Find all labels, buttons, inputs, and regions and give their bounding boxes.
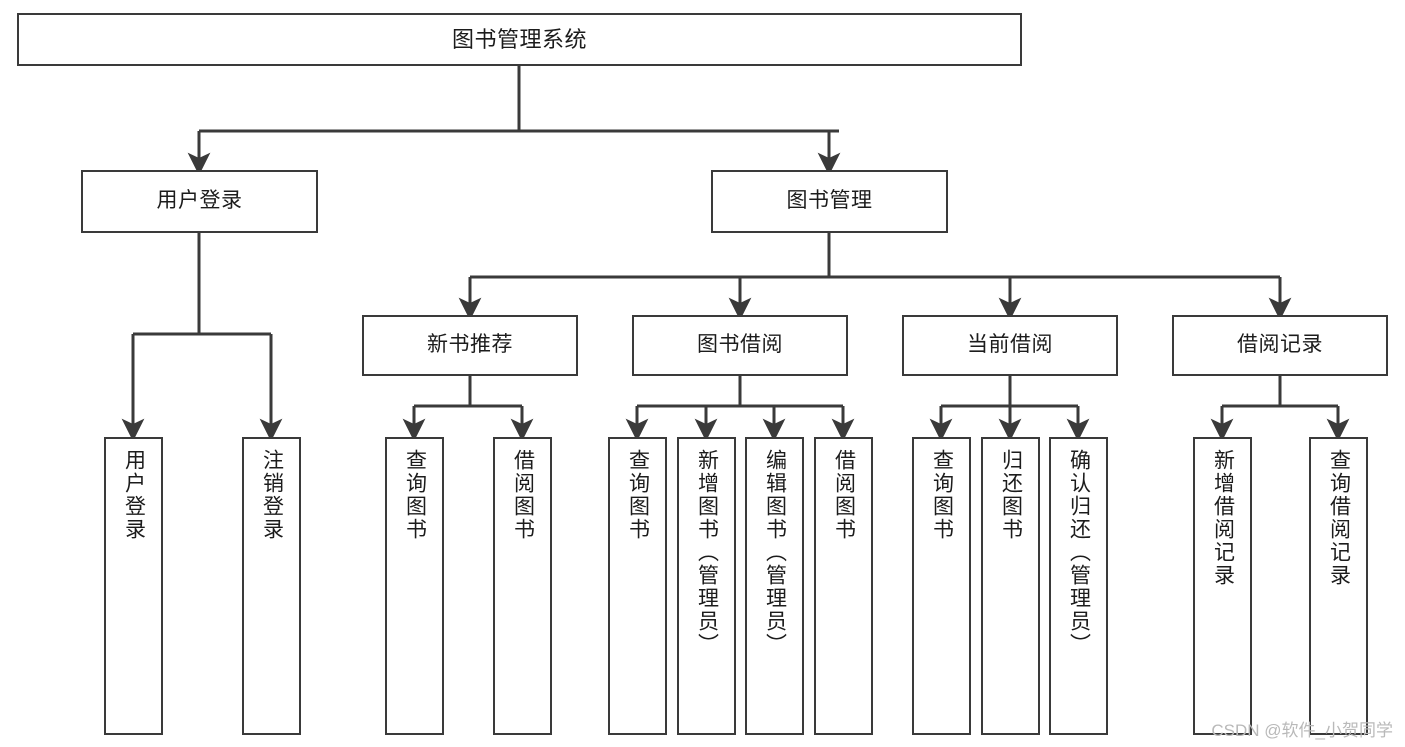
node-label: 当前借阅 <box>967 333 1053 357</box>
node-label: 图书借阅 <box>697 333 783 357</box>
node-label: 确认归还（管理员） <box>1067 449 1091 656</box>
node-label: 借阅记录 <box>1237 333 1323 357</box>
node-label: 查询借阅记录 <box>1327 449 1351 587</box>
leaf-logout-login[interactable]: 注销登录 <box>242 437 301 735</box>
node-label: 用户登录 <box>122 449 146 541</box>
node-label: 借阅图书 <box>832 449 856 541</box>
leaf-return-book[interactable]: 归还图书 <box>981 437 1040 735</box>
node-label: 用户登录 <box>156 189 243 213</box>
node-label: 注销登录 <box>260 449 284 541</box>
node-label: 新增图书（管理员） <box>695 449 719 656</box>
leaf-add-book-admin[interactable]: 新增图书（管理员） <box>677 437 736 735</box>
leaf-confirm-return-admin[interactable]: 确认归还（管理员） <box>1049 437 1108 735</box>
node-label: 查询图书 <box>403 449 427 541</box>
node-label: 归还图书 <box>999 449 1023 541</box>
node-label: 图书管理 <box>786 189 873 213</box>
node-user-login[interactable]: 用户登录 <box>81 170 318 233</box>
leaf-edit-book-admin[interactable]: 编辑图书（管理员） <box>745 437 804 735</box>
leaf-add-borrow-record[interactable]: 新增借阅记录 <box>1193 437 1252 735</box>
csdn-watermark: CSDN @软件_小贺同学 <box>1211 721 1393 740</box>
node-label: 编辑图书（管理员） <box>763 449 787 656</box>
node-book-management[interactable]: 图书管理 <box>711 170 948 233</box>
node-label: 新书推荐 <box>427 333 513 357</box>
leaf-query-book-recommend[interactable]: 查询图书 <box>385 437 444 735</box>
node-new-book-recommend[interactable]: 新书推荐 <box>362 315 578 376</box>
leaf-borrow-book[interactable]: 借阅图书 <box>814 437 873 735</box>
leaf-user-login[interactable]: 用户登录 <box>104 437 163 735</box>
node-book-borrow[interactable]: 图书借阅 <box>632 315 848 376</box>
leaf-query-book-current[interactable]: 查询图书 <box>912 437 971 735</box>
node-label: 图书管理系统 <box>451 26 587 52</box>
node-label: 新增借阅记录 <box>1211 449 1235 587</box>
node-label: 查询图书 <box>930 449 954 541</box>
leaf-borrow-book-recommend[interactable]: 借阅图书 <box>493 437 552 735</box>
node-label: 借阅图书 <box>511 449 535 541</box>
node-current-borrow[interactable]: 当前借阅 <box>902 315 1118 376</box>
node-root-book-management-system[interactable]: 图书管理系统 <box>17 13 1022 66</box>
leaf-query-borrow-record[interactable]: 查询借阅记录 <box>1309 437 1368 735</box>
leaf-query-book-borrow[interactable]: 查询图书 <box>608 437 667 735</box>
node-borrow-record[interactable]: 借阅记录 <box>1172 315 1388 376</box>
node-label: 查询图书 <box>626 449 650 541</box>
